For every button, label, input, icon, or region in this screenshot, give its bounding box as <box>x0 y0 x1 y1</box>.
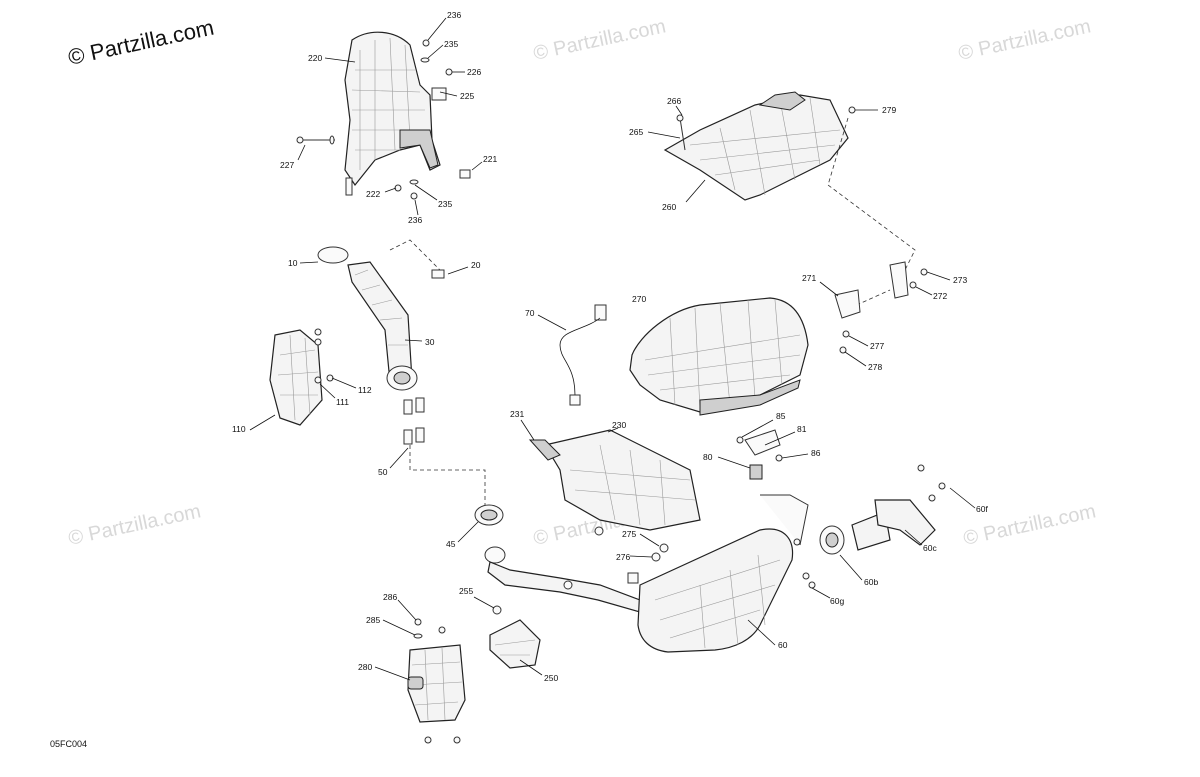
leaders-header <box>249 261 469 469</box>
callout-275: 275 <box>622 529 636 539</box>
callout-221: 221 <box>483 154 497 164</box>
heat-shield-110 <box>269 328 334 426</box>
callout-110: 110 <box>232 424 246 434</box>
callout-50: 50 <box>378 467 388 477</box>
callout-230: 230 <box>612 420 626 430</box>
callout-236-lower: 236 <box>408 215 422 225</box>
callout-112: 112 <box>358 385 372 395</box>
callout-278: 278 <box>868 362 882 372</box>
heat-shield-220 <box>344 31 441 187</box>
callout-30: 30 <box>425 337 435 347</box>
callout-285: 285 <box>366 615 380 625</box>
callout-80: 80 <box>703 452 713 462</box>
catalyst-230 <box>520 419 701 562</box>
watermark: © Partzilla.com <box>531 15 667 65</box>
callout-276: 276 <box>616 552 630 562</box>
callout-231: 231 <box>510 409 524 419</box>
callout-60g: 60g <box>830 596 844 606</box>
bracket-250 <box>473 596 543 676</box>
assembly-line <box>409 445 486 505</box>
callout-255: 255 <box>459 586 473 596</box>
callout-225: 225 <box>460 91 474 101</box>
o2-sensor-70 <box>537 304 607 406</box>
callout-labels: 236 235 226 225 220 227 221 222 235 236 … <box>232 10 988 683</box>
callout-235-lower: 235 <box>438 199 452 209</box>
drawing-code: 05FC004 <box>50 739 87 749</box>
callout-20: 20 <box>471 260 481 270</box>
callout-86: 86 <box>811 448 821 458</box>
leaders-220 <box>297 17 483 216</box>
callout-277: 277 <box>870 341 884 351</box>
callout-227: 227 <box>280 160 294 170</box>
copyright-label: © Partzilla.com <box>66 15 216 70</box>
callout-226: 226 <box>467 67 481 77</box>
watermark: © Partzilla.com <box>956 15 1092 65</box>
callout-85: 85 <box>776 411 786 421</box>
bracket-271 <box>819 261 951 367</box>
callout-271: 271 <box>802 273 816 283</box>
heat-shield-260 <box>647 91 878 203</box>
header-pipe-30 <box>317 246 445 445</box>
callout-111: 111 <box>336 397 349 407</box>
bracket-80 <box>717 419 809 480</box>
callout-10: 10 <box>288 258 298 268</box>
assembly-line <box>389 239 441 271</box>
callout-70: 70 <box>525 308 535 318</box>
callout-45: 45 <box>446 539 456 549</box>
muffler-60 <box>637 494 809 653</box>
heat-shield-270 <box>629 297 809 416</box>
callout-286: 286 <box>383 592 397 602</box>
callout-60b: 60b <box>864 577 878 587</box>
callout-60: 60 <box>778 640 788 650</box>
callout-236: 236 <box>447 10 461 20</box>
callout-260: 260 <box>662 202 676 212</box>
callout-250: 250 <box>544 673 558 683</box>
tail-pipe-parts <box>793 464 976 599</box>
assembly-line <box>827 117 916 271</box>
callout-272: 272 <box>933 291 947 301</box>
callout-235: 235 <box>444 39 458 49</box>
heat-shield-280 <box>374 599 466 744</box>
callout-266: 266 <box>667 96 681 106</box>
gasket-45 <box>457 504 504 543</box>
callout-279: 279 <box>882 105 896 115</box>
callout-265: 265 <box>629 127 643 137</box>
callout-60f: 60f <box>976 504 988 514</box>
callout-222: 222 <box>366 189 380 199</box>
callout-81: 81 <box>797 424 807 434</box>
callout-220: 220 <box>308 53 322 63</box>
callout-280: 280 <box>358 662 372 672</box>
callout-273: 273 <box>953 275 967 285</box>
callout-60c: 60c <box>923 543 937 553</box>
hardware-220-group <box>296 39 471 200</box>
callout-270: 270 <box>632 294 646 304</box>
watermark: © Partzilla.com <box>66 500 202 550</box>
